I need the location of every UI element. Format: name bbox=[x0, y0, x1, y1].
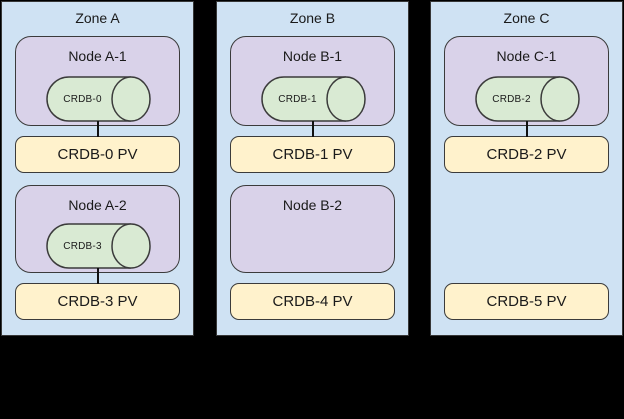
zone-a-title: Zone A bbox=[75, 10, 120, 26]
cylinder-icon bbox=[45, 223, 151, 269]
crdb-3-cylinder: CRDB-3 bbox=[45, 223, 151, 269]
crdb-1-pv-box: CRDB-1 PV bbox=[230, 136, 395, 173]
node-a-2: Node A-2 CRDB-3 bbox=[15, 185, 180, 273]
zone-b-title: Zone B bbox=[289, 10, 336, 26]
crdb-1-cylinder: CRDB-1 bbox=[260, 76, 366, 122]
node-b-1-label: Node B-1 bbox=[282, 48, 343, 64]
connector-line bbox=[311, 121, 314, 137]
crdb-3-cylinder-label: CRDB-3 bbox=[63, 240, 102, 252]
node-c-1-label: Node C-1 bbox=[496, 48, 557, 64]
crdb-0-cylinder-label: CRDB-0 bbox=[63, 93, 102, 105]
node-b-1: Node B-1 CRDB-1 bbox=[230, 36, 395, 126]
crdb-0-pv-box: CRDB-0 PV bbox=[15, 136, 180, 173]
zone-a: Zone A Node A-1 CRDB-0 CRDB-0 PV Node A-… bbox=[1, 1, 194, 336]
crdb-4-pv-box: CRDB-4 PV bbox=[230, 283, 395, 320]
node-a-1-label: Node A-1 bbox=[68, 48, 127, 64]
cylinder-icon bbox=[45, 76, 151, 122]
cylinder-icon bbox=[260, 76, 366, 122]
crdb-5-pv-label: CRDB-5 PV bbox=[486, 293, 567, 310]
node-a-1: Node A-1 CRDB-0 bbox=[15, 36, 180, 126]
crdb-0-pv-label: CRDB-0 PV bbox=[57, 146, 138, 163]
crdb-3-pv-box: CRDB-3 PV bbox=[15, 283, 180, 320]
crdb-4-pv-label: CRDB-4 PV bbox=[272, 293, 353, 310]
crdb-2-pv-box: CRDB-2 PV bbox=[444, 136, 609, 173]
crdb-1-cylinder-label: CRDB-1 bbox=[278, 93, 317, 105]
crdb-2-cylinder: CRDB-2 bbox=[474, 76, 580, 122]
node-b-2: Node B-2 bbox=[230, 185, 395, 273]
node-c-1: Node C-1 CRDB-2 bbox=[444, 36, 609, 126]
connector-line bbox=[96, 268, 99, 284]
crdb-0-cylinder: CRDB-0 bbox=[45, 76, 151, 122]
connector-line bbox=[96, 121, 99, 137]
crdb-1-pv-label: CRDB-1 PV bbox=[272, 146, 353, 163]
zone-b: Zone B Node B-1 CRDB-1 CRDB-1 PV Node B-… bbox=[216, 1, 409, 336]
node-b-2-label: Node B-2 bbox=[282, 197, 343, 213]
connector-line bbox=[525, 121, 528, 137]
cylinder-icon bbox=[474, 76, 580, 122]
zone-c: Zone C Node C-1 CRDB-2 CRDB-2 PV CRDB-5 … bbox=[430, 1, 623, 336]
crdb-3-pv-label: CRDB-3 PV bbox=[57, 293, 138, 310]
crdb-2-pv-label: CRDB-2 PV bbox=[486, 146, 567, 163]
crdb-5-pv-box: CRDB-5 PV bbox=[444, 283, 609, 320]
zone-c-title: Zone C bbox=[503, 10, 550, 26]
node-a-2-label: Node A-2 bbox=[68, 197, 127, 213]
crdb-2-cylinder-label: CRDB-2 bbox=[492, 93, 531, 105]
